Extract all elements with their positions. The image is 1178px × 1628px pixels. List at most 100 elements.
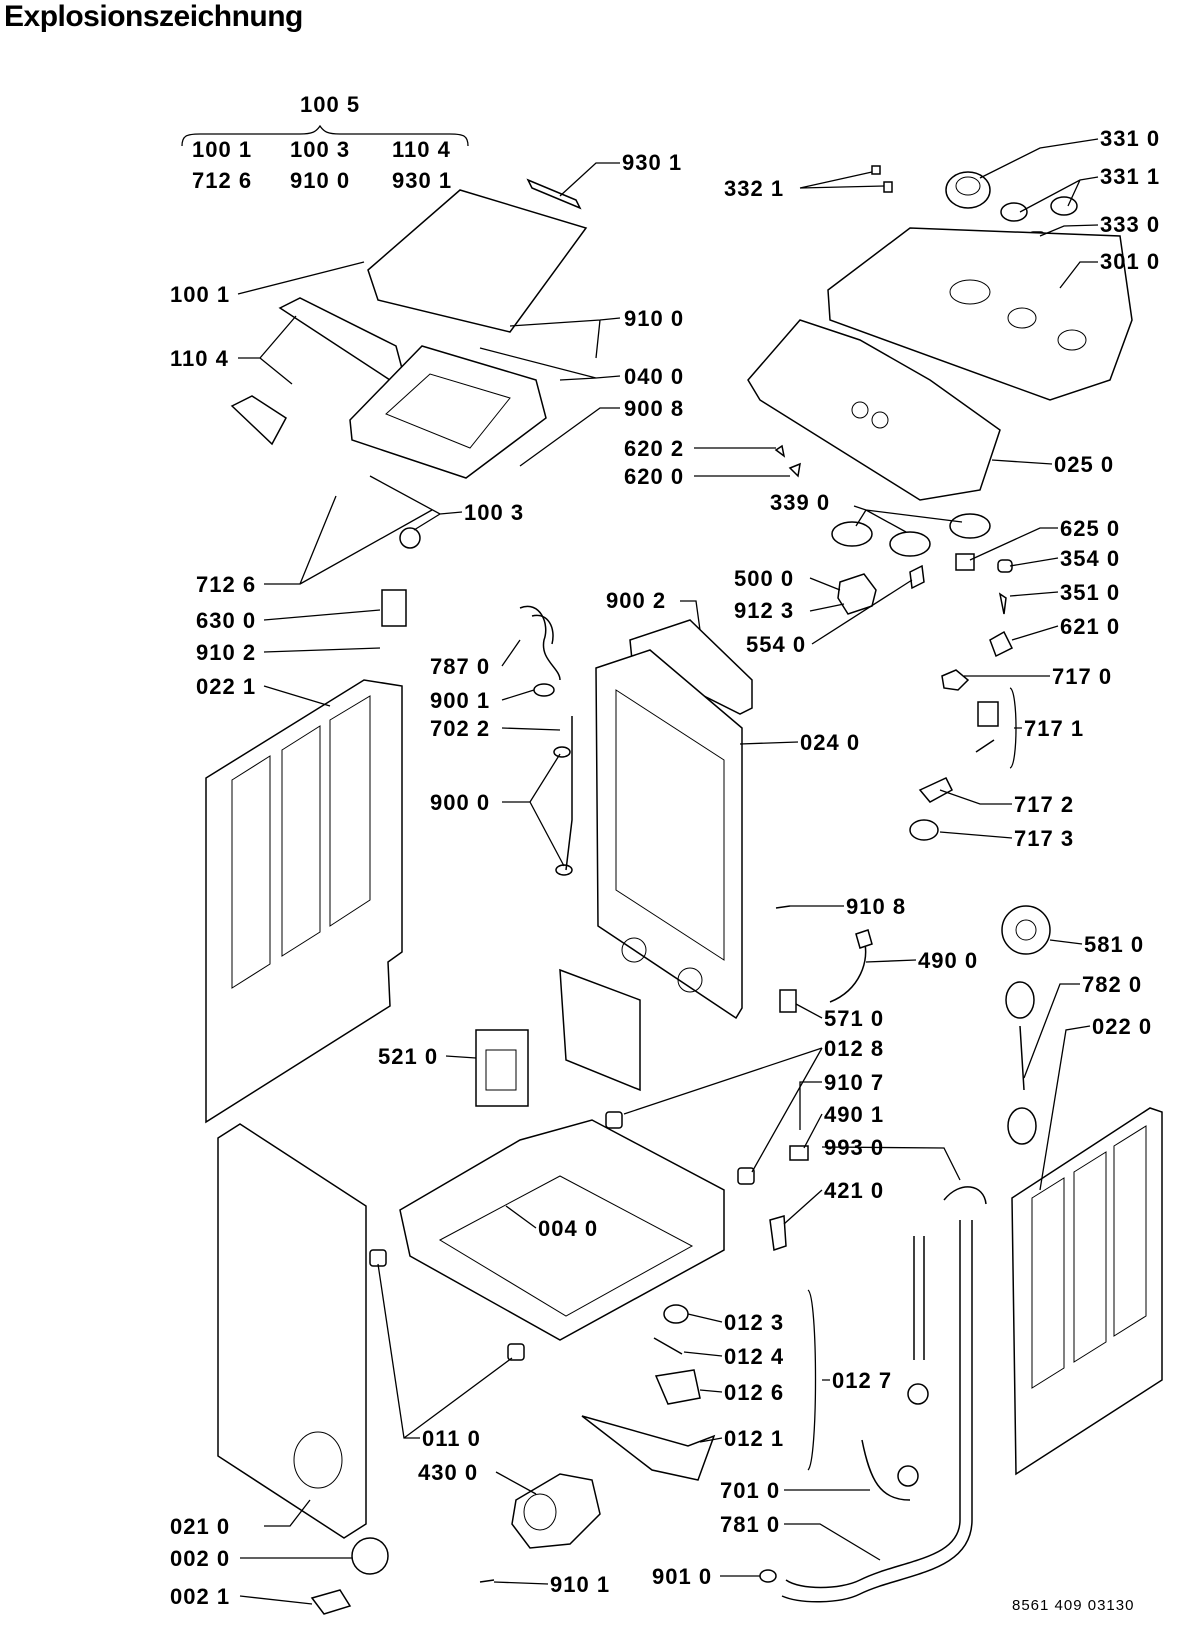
control-panel-part	[827, 227, 1133, 401]
holder-part	[989, 630, 1014, 658]
clamp-part	[553, 746, 571, 758]
group-member-4: 712 6	[192, 168, 252, 193]
side-panel-rib	[231, 755, 271, 989]
disc-part	[889, 531, 931, 557]
knob-part	[955, 176, 981, 196]
part-label-331-0: 331 0	[1100, 126, 1160, 151]
filter-part	[381, 589, 407, 627]
hose-part	[861, 1439, 911, 1501]
leader-lines	[237, 138, 1099, 1605]
clip-part	[774, 444, 786, 458]
part-label-717-3: 717 3	[1014, 826, 1074, 851]
part-label-332-1: 332 1	[724, 176, 784, 201]
pin-part	[653, 1337, 683, 1355]
group-label: 100 5 100 1 100 3 110 4 712 6 910 0 930 …	[181, 92, 469, 193]
rear-panel-hole	[621, 937, 647, 963]
top-frame-opening	[385, 373, 511, 449]
side-panel-rib	[1113, 1125, 1147, 1337]
panel-hole	[1057, 329, 1087, 351]
side-panel-left-part	[205, 679, 403, 1124]
part-label-900-0: 900 0	[430, 790, 490, 815]
group-member-5: 910 0	[290, 168, 350, 193]
cover-part	[351, 1537, 389, 1575]
drain-hose-part	[781, 1220, 973, 1603]
lamp-part	[997, 559, 1013, 573]
bellows-hose-part	[531, 614, 554, 645]
panel-base-part	[747, 319, 1001, 501]
drain-hose-part	[785, 1220, 961, 1589]
wire-part	[998, 592, 1007, 615]
part-label-100-3: 100 3	[464, 500, 524, 525]
group-member-2: 100 3	[290, 137, 350, 162]
rear-panel-part	[595, 649, 743, 1020]
side-panel-rib	[1031, 1177, 1065, 1389]
part-label-900-1: 900 1	[430, 688, 490, 713]
disc-part	[949, 513, 991, 539]
clip-part	[788, 462, 801, 478]
drawing-number: 8561 409 03130	[1012, 1597, 1134, 1614]
part-label-900-8: 900 8	[624, 396, 684, 421]
screw-part	[775, 905, 791, 909]
module-window	[485, 1049, 517, 1091]
belt-part	[1007, 1107, 1037, 1145]
handle-part	[278, 297, 405, 381]
part-label-717-2: 717 2	[1014, 792, 1074, 817]
knob-part	[945, 171, 991, 209]
rod-part	[1019, 1025, 1025, 1091]
electronic-module-part	[475, 1029, 529, 1107]
part-label-993-0: 993 0	[824, 1135, 884, 1160]
part-label-717-0: 717 0	[1052, 664, 1112, 689]
top-frame-part	[349, 345, 547, 479]
part-label-021-0: 021 0	[170, 1514, 230, 1539]
part-label-781-0: 781 0	[720, 1512, 780, 1537]
foot-part	[369, 1249, 387, 1267]
part-labels: 930 1 332 1 331 0 331 1 333 0 301 0 100 …	[170, 126, 1160, 1609]
part-label-620-0: 620 0	[624, 464, 684, 489]
part-label-110-4: 110 4	[170, 346, 229, 371]
cap-part	[654, 1369, 701, 1405]
part-label-490-0: 490 0	[918, 948, 978, 973]
valve-part	[909, 819, 939, 841]
part-label-621-0: 621 0	[1060, 614, 1120, 639]
pump-inlet	[523, 1493, 557, 1531]
part-label-040-0: 040 0	[624, 364, 684, 389]
part-label-002-1: 002 1	[170, 1584, 230, 1609]
part-label-901-0: 901 0	[652, 1564, 712, 1589]
tube-part	[565, 716, 573, 871]
part-label-910-8: 910 8	[846, 894, 906, 919]
part-label-930-1: 930 1	[622, 150, 682, 175]
part-label-910-0: 910 0	[624, 306, 684, 331]
part-label-339-0: 339 0	[770, 490, 830, 515]
module-part	[837, 573, 877, 615]
part-label-421-0: 421 0	[824, 1178, 884, 1203]
foot-part	[507, 1343, 525, 1361]
sensor-part	[977, 701, 999, 727]
front-panel-part	[217, 1123, 367, 1539]
plug-part	[855, 929, 873, 949]
part-label-717-1: 717 1	[1024, 716, 1084, 741]
clip-part	[310, 1589, 352, 1615]
panel-base-detail	[851, 401, 869, 419]
switch-part	[955, 553, 975, 571]
panel-hole	[949, 279, 991, 305]
latch-part	[230, 395, 287, 446]
part-label-625-0: 625 0	[1060, 516, 1120, 541]
panel-hole	[1007, 307, 1037, 329]
part-label-910-7: 910 7	[824, 1070, 884, 1095]
hose-part	[943, 1186, 987, 1205]
part-label-354-0: 354 0	[1060, 546, 1120, 571]
part-label-701-0: 701 0	[720, 1478, 780, 1503]
part-label-022-1: 022 1	[196, 674, 256, 699]
part-label-100-1: 100 1	[170, 282, 230, 307]
part-label-490-1: 490 1	[824, 1102, 884, 1127]
clamp-part	[555, 864, 573, 876]
side-panel-right-part	[1011, 1107, 1163, 1476]
seal-part	[897, 1465, 919, 1487]
part-label-630-0: 630 0	[196, 608, 256, 633]
group-brace	[181, 124, 469, 147]
part-label-500-0: 500 0	[734, 566, 794, 591]
wire-part	[975, 739, 995, 753]
heater-part	[769, 1215, 787, 1251]
plug-part	[759, 1569, 777, 1583]
